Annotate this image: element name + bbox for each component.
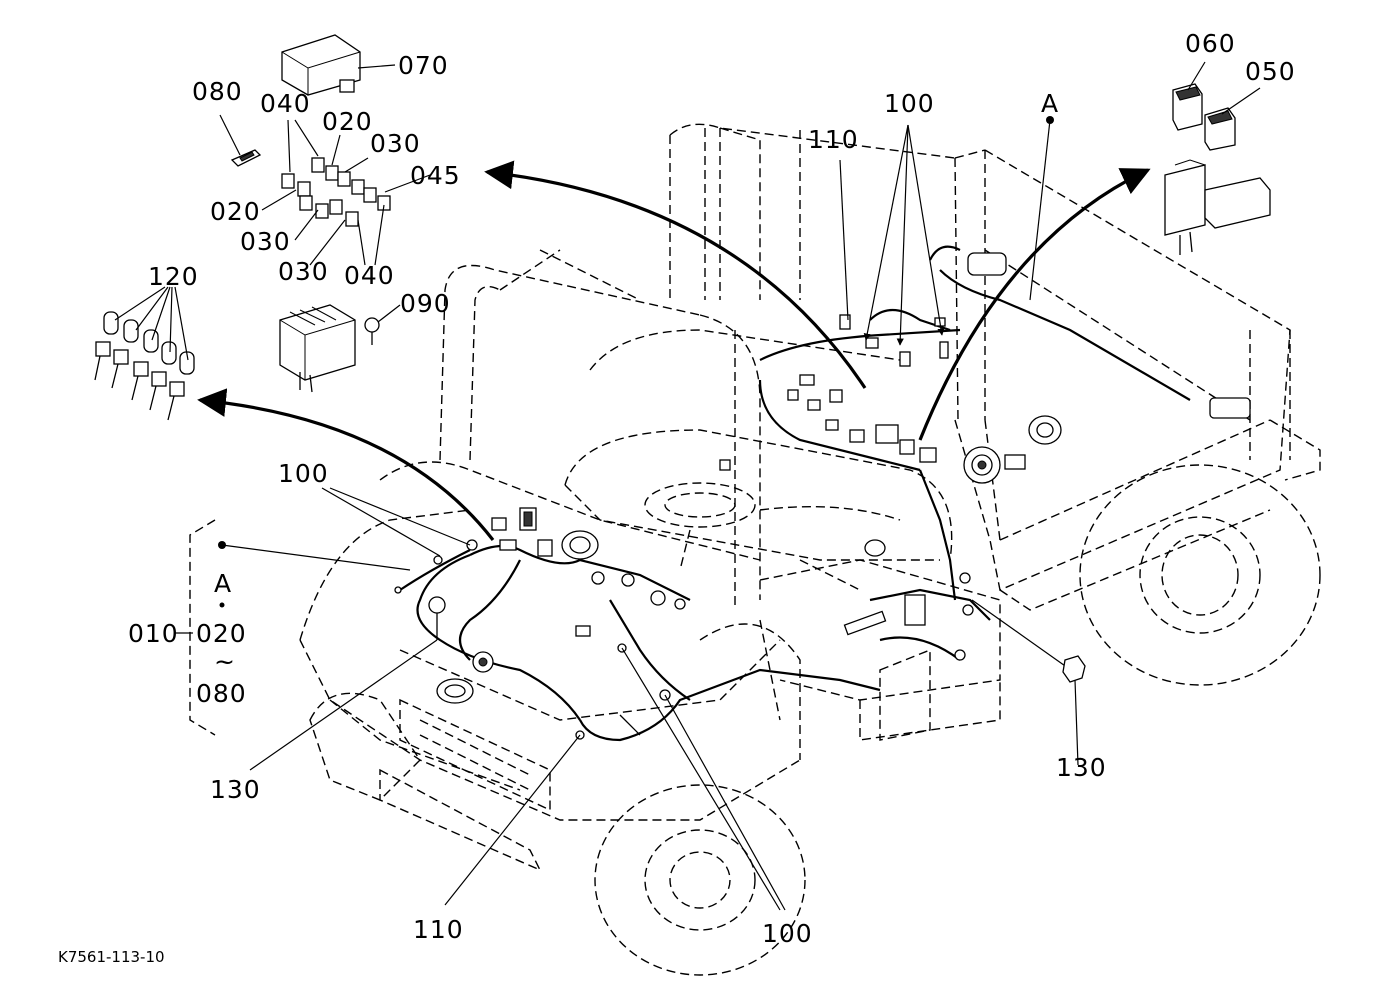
label-030-low: 030 [278,257,329,286]
label-120: 120 [148,262,199,291]
label-045: 045 [410,161,461,190]
dash-components [394,507,686,740]
label-100-left: 100 [278,459,329,488]
leader-lines [114,61,1261,911]
label-010: 010 [128,619,179,648]
label-020-left: 020 [210,197,261,226]
wire-harness [399,245,1191,742]
marker-dot-a-legend [219,602,225,608]
group-bracket [189,519,216,736]
label-130-left: 130 [210,775,261,804]
bulbs-120 [94,311,195,421]
label-030-top: 030 [370,129,421,158]
label-050: 050 [1245,57,1296,86]
label-080: 080 [192,77,243,106]
label-100-top: 100 [884,89,935,118]
vehicle-outline [299,123,1321,976]
marker-dot-a-left [218,541,226,549]
drawing-code: K7561-113-10 [58,948,165,966]
part-labels: 070 080 040 020 030 045 020 030 030 040 … [58,29,1296,966]
label-030-mid: 030 [240,227,291,256]
label-130-right: 130 [1056,753,1107,782]
label-a-legend: A [214,569,232,598]
label-040-top: 040 [260,89,311,118]
label-060: 060 [1185,29,1236,58]
bolt-130-right [1062,655,1086,683]
marker-dot-a-top [1046,116,1054,124]
fuses [281,157,391,227]
rear-components [719,252,1251,661]
label-100-bottom: 100 [762,919,813,948]
label-080-legend: 080 [196,679,247,708]
fuse-puller-080 [230,149,262,167]
fuse-box-cover-070 [281,34,361,96]
label-090: 090 [400,289,451,318]
fuse-block-090 [279,304,380,393]
label-040-low: 040 [344,261,395,290]
label-020-top: 020 [322,107,373,136]
label-070: 070 [398,51,449,80]
label-110-top: 110 [808,125,859,154]
callout-arrows [197,160,1151,541]
label-020-legend: 020 [196,619,247,648]
label-tilde: ~ [214,647,236,676]
label-110-bottom: 110 [413,915,464,944]
label-a-top: A [1041,89,1059,118]
switches-050-060 [1164,83,1271,255]
